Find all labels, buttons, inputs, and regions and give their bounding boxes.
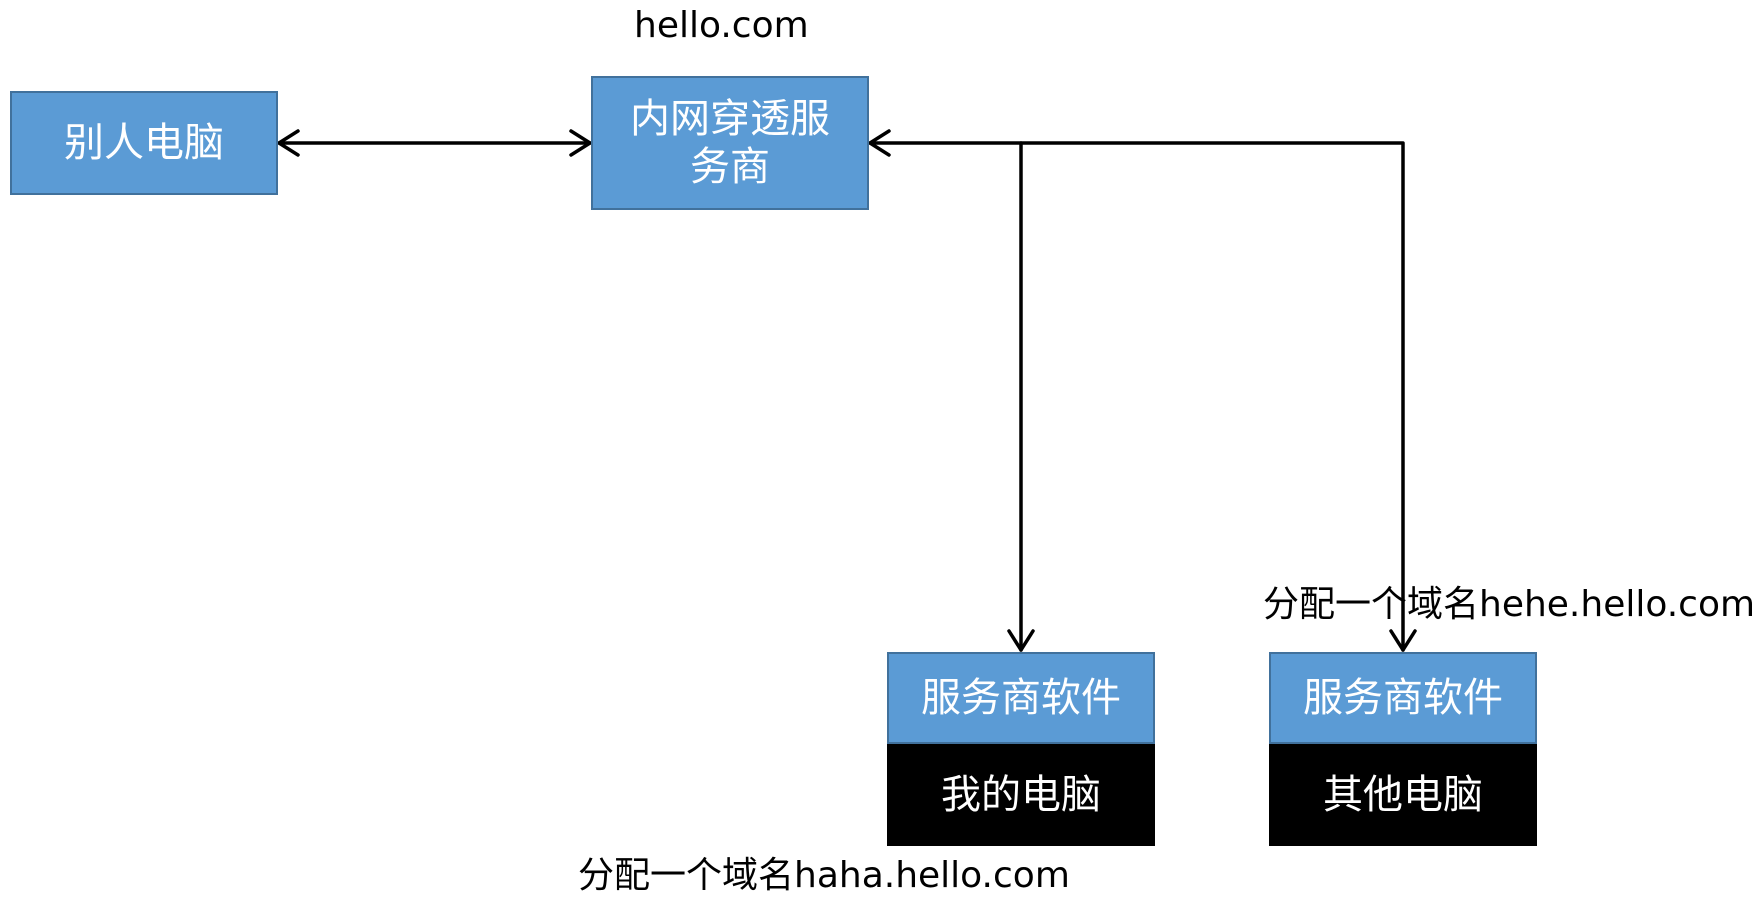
node-other-pc-label: 其他电脑 — [1323, 772, 1483, 818]
other-domain-label: 分配一个域名hehe.hello.com — [1263, 584, 1752, 625]
arrowhead-software-1 — [1007, 629, 1035, 652]
node-provider-software-1-label: 服务商软件 — [921, 675, 1121, 721]
arrowhead-left — [277, 129, 300, 157]
node-provider-software-2: 服务商软件 — [1269, 652, 1537, 744]
node-tunnel-provider-label: 内网穿透服务商 — [630, 96, 830, 190]
arrow-provider-branch — [868, 141, 1405, 652]
node-provider-software-1: 服务商软件 — [887, 652, 1155, 744]
arrowhead-provider — [868, 129, 891, 157]
node-my-pc-label: 我的电脑 — [941, 772, 1101, 818]
provider-domain-label: hello.com — [634, 5, 809, 46]
node-provider-software-2-label: 服务商软件 — [1303, 675, 1503, 721]
node-my-pc: 我的电脑 — [887, 744, 1155, 846]
arrowhead-right — [569, 129, 592, 157]
arrowhead-software-2 — [1389, 629, 1417, 652]
node-tunnel-provider: 内网穿透服务商 — [591, 76, 869, 210]
my-domain-label: 分配一个域名haha.hello.com — [578, 855, 1070, 896]
node-other-pc: 其他电脑 — [1269, 744, 1537, 846]
node-others-pc-label: 别人电脑 — [64, 120, 224, 166]
node-others-pc: 别人电脑 — [10, 91, 278, 195]
